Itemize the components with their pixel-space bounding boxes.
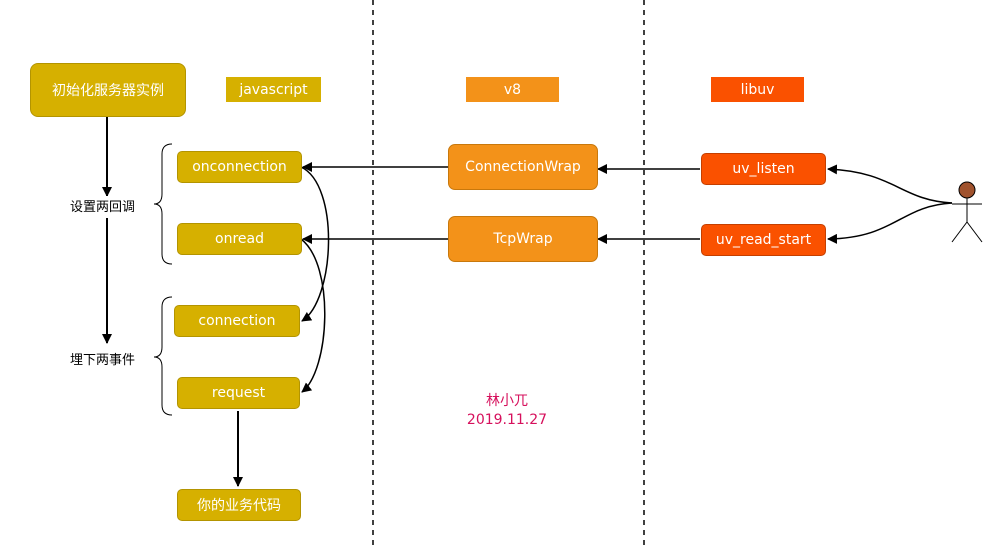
node-onread: onread — [177, 223, 302, 255]
signature-author: 林小兀 — [486, 393, 528, 409]
node-onconnection: onconnection — [177, 151, 302, 183]
node-uv-listen: uv_listen — [701, 153, 826, 185]
curve-user-to-uvreadstart — [827, 202, 953, 244]
brace-callbacks — [153, 143, 173, 265]
node-connection: connection — [174, 305, 300, 337]
signature: 林小兀 2019.11.27 — [437, 392, 577, 430]
brace-events — [153, 296, 173, 416]
signature-date: 2019.11.27 — [466, 412, 548, 428]
lane-header-javascript: javascript — [225, 76, 322, 103]
label-set-callbacks: 设置两回调 — [70, 196, 136, 215]
lane-header-v8: v8 — [465, 76, 560, 103]
node-business-code: 你的业务代码 — [177, 489, 301, 521]
node-connection-wrap: ConnectionWrap — [448, 144, 598, 190]
node-tcp-wrap: TcpWrap — [448, 216, 598, 262]
curve-onconnection-to-connection — [300, 166, 330, 322]
curve-user-to-uvlisten — [827, 164, 953, 204]
node-uv-read-start: uv_read_start — [701, 224, 826, 256]
node-init-server: 初始化服务器实例 — [30, 63, 186, 117]
node-request: request — [177, 377, 300, 409]
stick-figure-user-icon — [951, 181, 983, 243]
curve-onread-to-request — [300, 238, 326, 393]
lane-header-libuv: libuv — [710, 76, 805, 103]
label-bury-events: 埋下两事件 — [70, 349, 136, 368]
